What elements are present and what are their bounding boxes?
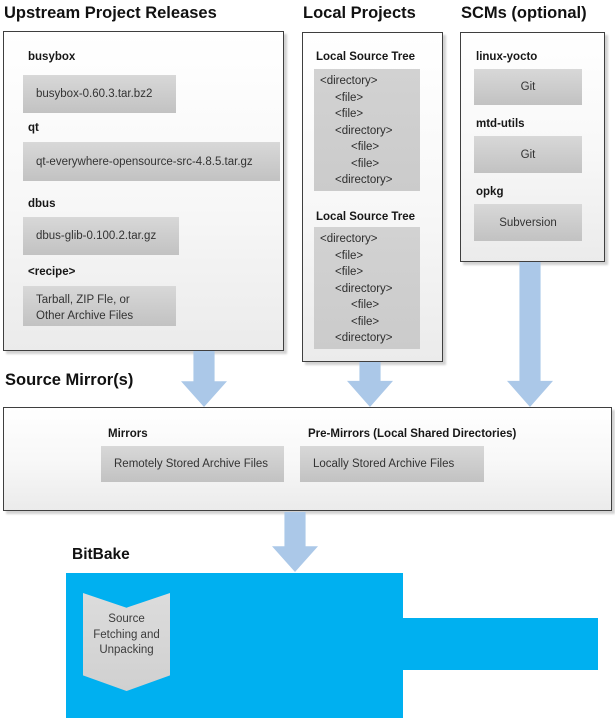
local-source-tree-label: Local Source Tree — [316, 211, 416, 223]
source-mirrors-box: Mirrors Remotely Stored Archive Files Pr… — [3, 407, 612, 511]
tree-line: <directory> — [335, 124, 393, 137]
scm-item-value: Git — [474, 69, 582, 105]
premirrors-value: Locally Stored Archive Files — [300, 446, 484, 482]
premirrors-label: Pre-Mirrors (Local Shared Directories) — [308, 428, 517, 440]
down-arrow-icon — [181, 351, 227, 407]
scm-item-label: opkg — [476, 186, 504, 198]
upstream-box: busybox busybox-0.60.3.tar.bz2 qt qt-eve… — [3, 31, 284, 351]
tree-line: <file> — [351, 315, 380, 328]
scm-item-label: mtd-utils — [476, 118, 525, 130]
scms-title: SCMs (optional) — [461, 4, 587, 22]
down-arrow-icon — [507, 262, 553, 407]
local-source-tree-label: Local Source Tree — [316, 51, 416, 63]
tree-line: <directory> — [335, 174, 393, 186]
tree-line: <file> — [351, 157, 380, 170]
upstream-item-label: <recipe> — [28, 266, 76, 278]
upstream-item-label: dbus — [28, 198, 56, 210]
tree-line: <directory> — [335, 332, 393, 344]
upstream-item-value: Tarball, ZIP Fle, or Other Archive Files — [23, 286, 176, 326]
bitbake-block: Source Fetching and Unpacking — [66, 573, 403, 718]
local-source-tree: <directory> <file> <file> <directory> <f… — [314, 227, 420, 349]
upstream-item-value: qt-everywhere-opensource-src-4.8.5.tar.g… — [23, 142, 280, 181]
tree-line: <file> — [351, 299, 380, 311]
upstream-title: Upstream Project Releases — [4, 4, 217, 22]
scms-box: linux-yocto Git mtd-utils Git opkg Subve… — [460, 32, 605, 262]
scm-item-value: Subversion — [474, 204, 582, 241]
down-arrow-icon — [272, 512, 318, 572]
source-fetching-label: Source Fetching and Unpacking — [93, 613, 160, 656]
upstream-item-value: busybox-0.60.3.tar.bz2 — [23, 75, 176, 113]
scm-item-label: linux-yocto — [476, 51, 538, 63]
tree-line: <file> — [335, 91, 364, 104]
local-source-tree: <directory> <file> <file> <directory> <f… — [314, 69, 420, 191]
scm-item-value: Git — [474, 136, 582, 173]
mirrors-value: Remotely Stored Archive Files — [101, 446, 284, 482]
local-projects-box: Local Source Tree <directory> <file> <fi… — [302, 32, 443, 362]
upstream-item-value: dbus-glib-0.100.2.tar.gz — [23, 217, 179, 255]
upstream-item-label: busybox — [28, 51, 76, 63]
bitbake-title: BitBake — [72, 546, 130, 563]
tree-line: <directory> — [320, 75, 378, 87]
tree-line: <file> — [335, 249, 364, 262]
tree-line: <file> — [335, 108, 364, 120]
source-fetching-chevron-shape: Source Fetching and Unpacking — [83, 593, 170, 691]
tree-line: <directory> — [320, 233, 378, 245]
archive-files-text: Tarball, ZIP Fle, or Other Archive Files — [36, 294, 134, 322]
source-mirrors-title: Source Mirror(s) — [5, 371, 134, 389]
mirrors-label: Mirrors — [108, 428, 148, 440]
bitbake-output-bar — [403, 618, 598, 670]
tree-line: <directory> — [335, 282, 393, 295]
down-arrow-icon — [347, 362, 393, 407]
local-projects-title: Local Projects — [303, 4, 416, 22]
tree-line: <file> — [351, 141, 380, 153]
tree-line: <file> — [335, 266, 364, 278]
upstream-item-label: qt — [28, 122, 39, 134]
